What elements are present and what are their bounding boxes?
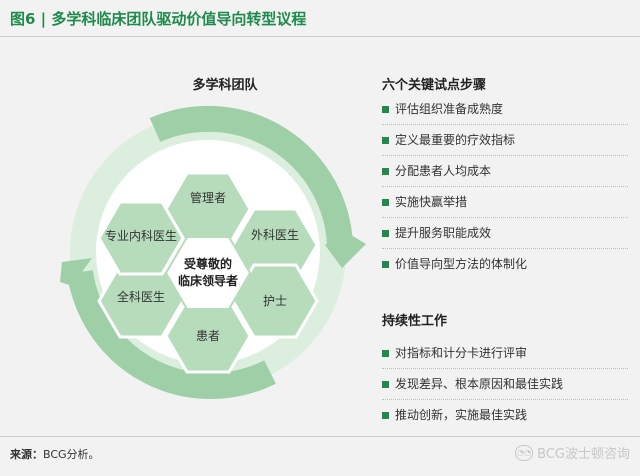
list-item: 推动创新，实施最佳实践	[382, 400, 563, 431]
list-item: 价值导向型方法的体制化	[382, 249, 527, 280]
hex-label-top: 管理者	[190, 190, 226, 205]
watermark: ◔◔ BCG波士顿咨询	[515, 443, 630, 462]
figure-title: 图6 | 多学科临床团队驱动价值导向转型议程	[10, 10, 307, 28]
bullet-icon	[382, 168, 389, 175]
hex-label-lower-right: 护士	[263, 294, 287, 308]
sustainability-heading: 持续性工作	[382, 314, 448, 329]
hexagon-cluster: 管理者 外科医生 护士 患者 全科医生 专业内科医生 受尊敬的 临床领导者	[97, 171, 319, 374]
pilot-steps-list: 评估组织准备成熟度 定义最重要的疗效指标 分配患者人均成本 实施快赢举措 提升服…	[382, 94, 628, 280]
diagram-title: 多学科团队	[192, 78, 258, 93]
bullet-icon	[382, 381, 389, 388]
bullet-icon	[382, 230, 389, 237]
hex-label-bottom: 患者	[196, 329, 220, 343]
hex-label-upper-left: 专业内科医生	[105, 228, 177, 243]
ring-arrowhead-right	[325, 232, 366, 268]
list-item: 定义最重要的疗效指标	[382, 125, 628, 156]
footer-divider	[0, 436, 640, 437]
source-note: 来源：BCG分析。	[10, 448, 100, 461]
list-item: 评估组织准备成熟度	[382, 94, 628, 125]
hexagon-center	[164, 236, 252, 310]
hexagon-upper-left	[97, 200, 185, 276]
bullet-icon	[382, 137, 389, 144]
hex-label-upper-right: 外科医生	[251, 228, 299, 242]
list-item: 对指标和计分卡进行评审	[382, 338, 628, 369]
pilot-steps-heading: 六个关键试点步骤	[382, 78, 487, 93]
sustainability-list: 对指标和计分卡进行评审 发现差异、根本原因和最佳实践 推动创新，实施最佳实践	[382, 338, 628, 431]
list-item: 提升服务职能成效	[382, 218, 628, 249]
bullet-icon	[382, 412, 389, 419]
title-divider	[0, 36, 640, 37]
list-item: 实施快赢举措	[382, 187, 628, 218]
list-item: 发现差异、根本原因和最佳实践	[382, 369, 628, 400]
bullet-icon	[382, 350, 389, 357]
ring-arrowhead-left	[60, 258, 92, 286]
center-label-line1: 受尊敬的	[184, 256, 232, 271]
hex-label-lower-left: 全科医生	[117, 289, 165, 304]
bullet-icon	[382, 106, 389, 113]
center-label-line2: 临床领导者	[178, 273, 238, 288]
wechat-icon: ◔◔	[515, 444, 534, 461]
bullet-icon	[382, 261, 389, 268]
list-item: 分配患者人均成本	[382, 156, 628, 187]
bullet-icon	[382, 199, 389, 206]
